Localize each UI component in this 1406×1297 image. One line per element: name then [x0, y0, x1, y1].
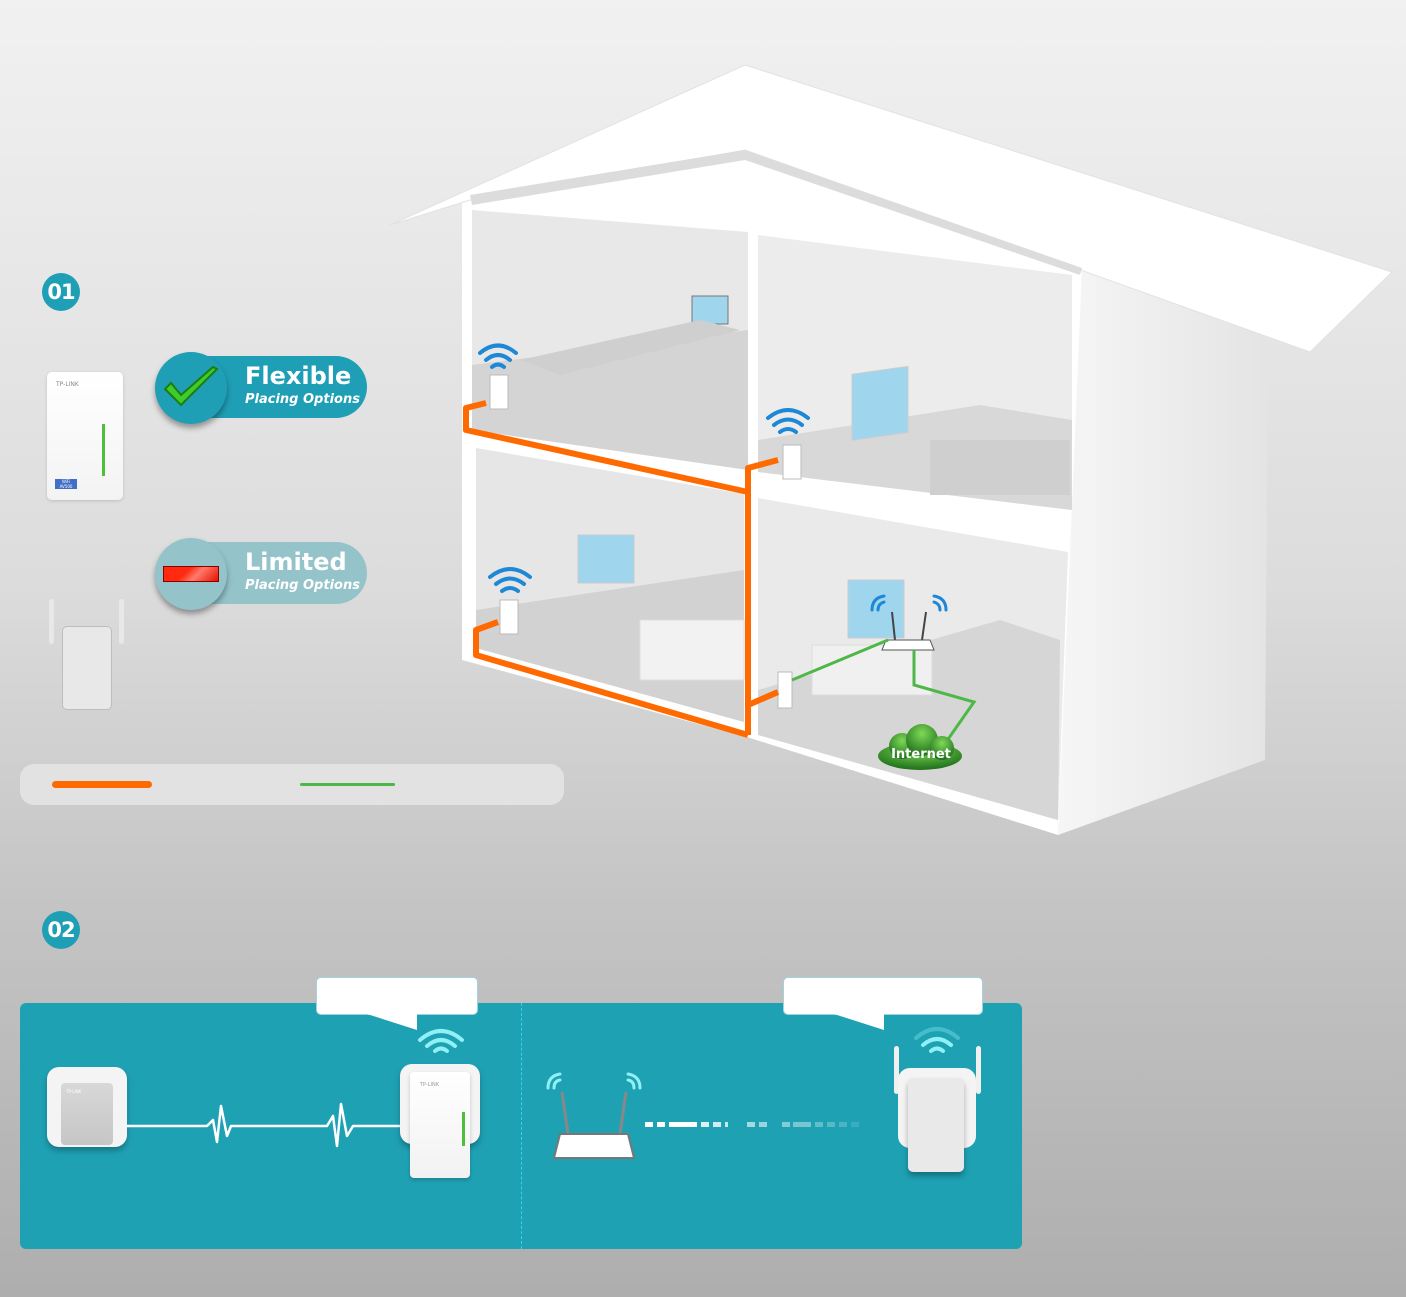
device-led-strip — [102, 424, 105, 476]
router-wifi-icon — [870, 594, 948, 612]
wifi-icon — [418, 1029, 464, 1053]
ethernet-wire — [791, 638, 977, 746]
wifi-icon — [488, 567, 532, 593]
limited-subtitle: Placing Options — [245, 578, 360, 593]
wireless-signal-dashes — [645, 1122, 859, 1127]
limited-title: Limited — [245, 548, 347, 576]
tv-bottom-left — [577, 534, 635, 584]
checkmark-circle — [155, 352, 227, 424]
powerline-adapter-socket-right: TP-LINK — [400, 1064, 480, 1178]
extender-body — [908, 1078, 964, 1172]
tv-top-right — [851, 365, 909, 441]
wifi-icon — [914, 1027, 960, 1053]
legend-powerline-line — [52, 781, 152, 788]
extender-body — [62, 626, 112, 710]
minus-circle — [155, 538, 227, 610]
section-number-02: 02 — [42, 911, 80, 949]
checkmark-icon — [163, 365, 219, 407]
panel-divider — [521, 1003, 522, 1249]
limited-placing-badge: Limited Placing Options — [155, 538, 367, 610]
device-brand-label: TP-LINK — [56, 381, 79, 388]
house-adapter-bottom-left — [499, 599, 519, 635]
wifi-icon — [478, 343, 518, 369]
callout-left — [316, 977, 478, 1030]
extender-antenna-left — [894, 1046, 899, 1094]
tv-cabinet — [811, 644, 933, 696]
house-router — [881, 611, 935, 651]
house-illustration — [389, 64, 1393, 835]
range-extender-device — [892, 1046, 984, 1176]
sofa — [639, 619, 745, 681]
device-badge: WiFi AV500 — [55, 479, 77, 489]
internet-cloud-icon — [878, 724, 962, 770]
extender-antenna-right — [119, 599, 124, 644]
wifi-icon — [766, 408, 810, 434]
powerline-adapter-socket-left: TP-LINK — [47, 1067, 127, 1147]
tv-bottom-right — [847, 579, 905, 639]
adapter-body-right: TP-LINK — [410, 1072, 470, 1178]
powerline-wire — [463, 400, 780, 738]
adapter-led-strip — [462, 1112, 465, 1146]
powerline-wifi-adapter-image: TP-LINK WiFi AV500 — [47, 372, 123, 500]
router-icon — [546, 1072, 642, 1159]
section-number-01: 01 — [42, 273, 80, 311]
flexible-placing-badge: Flexible Placing Options — [155, 352, 367, 424]
powerline-signal-wave — [127, 1102, 407, 1148]
range-extender-image — [44, 596, 124, 712]
adapter-body-left: TP-LINK — [61, 1083, 113, 1145]
bed — [930, 440, 1070, 495]
house-adapter-bottom-right — [777, 671, 793, 709]
minus-icon — [163, 566, 219, 582]
extender-antenna-left — [49, 599, 54, 644]
house-adapter-top-left — [489, 374, 509, 410]
flexible-title: Flexible — [245, 362, 352, 390]
house-adapter-top-right — [782, 444, 802, 480]
desk — [520, 320, 740, 375]
adapter-brand-left: TP-LINK — [66, 1089, 82, 1094]
house-roof — [389, 64, 1393, 353]
legend-bar — [20, 764, 564, 805]
floor-bottom-left — [476, 570, 744, 722]
legend-ethernet-line — [300, 783, 395, 786]
monitor-top-left — [691, 295, 729, 325]
callout-right — [783, 977, 983, 1030]
extender-antenna-right — [976, 1046, 981, 1094]
flexible-subtitle: Placing Options — [245, 392, 360, 407]
internet-label: Internet — [891, 747, 951, 762]
adapter-brand-right: TP-LINK — [420, 1082, 440, 1088]
house-side-wall — [1058, 270, 1268, 835]
